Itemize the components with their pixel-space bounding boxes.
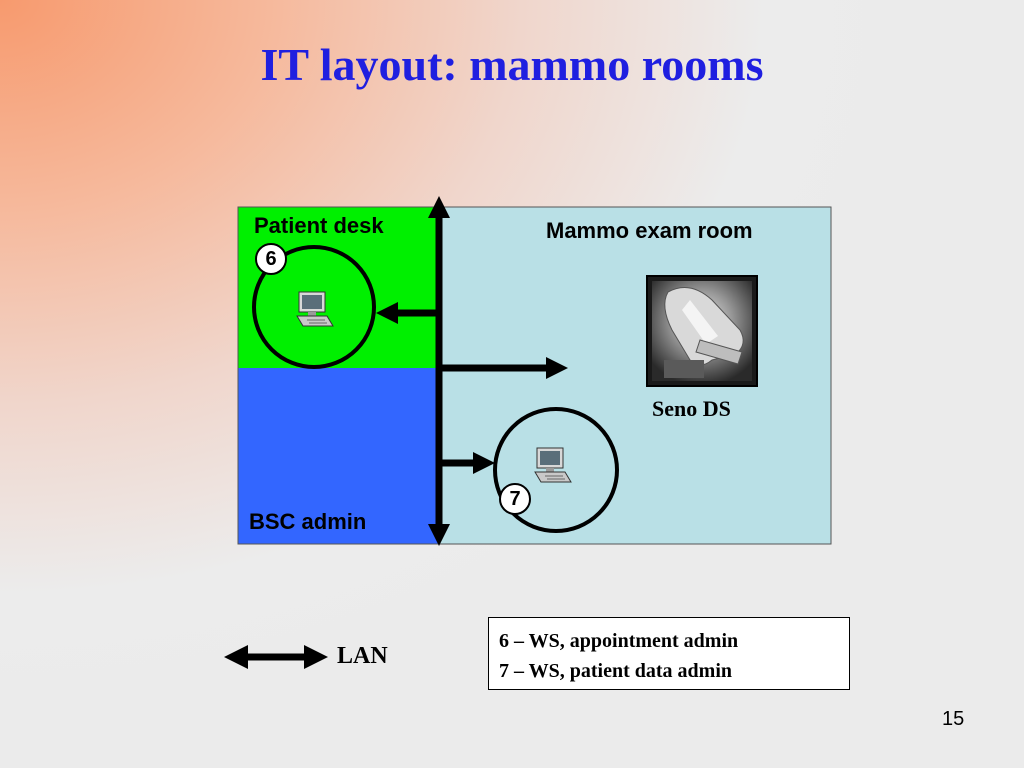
patient-desk-label: Patient desk (254, 213, 384, 238)
arrow-to-workstation-6 (376, 302, 439, 324)
lan-label: LAN (337, 643, 388, 669)
legend-item-6: 6 – WS, appointment admin (499, 630, 739, 652)
exam-room-label: Mammo exam room (546, 218, 753, 243)
slide-title: IT layout: mammo rooms (260, 39, 764, 90)
workstation-7-badge: 7 (499, 483, 531, 515)
computer-icon (534, 447, 572, 483)
double-arrow-icon (224, 645, 328, 669)
arrow-to-workstation-7 (439, 452, 495, 474)
legend-item-7: 7 – WS, patient data admin (499, 660, 733, 682)
bsc-admin-area (238, 368, 439, 544)
workstation-legend: 6 – WS, appointment admin 7 – WS, patien… (488, 617, 850, 690)
computer-icon (296, 291, 334, 327)
lan-backbone (428, 196, 450, 546)
workstation-7-circle (493, 407, 619, 533)
page-number: 15 (942, 708, 965, 730)
seno-ds-label: Seno DS (652, 396, 731, 421)
mammography-device-image (646, 275, 758, 387)
rooms-border (237, 206, 832, 545)
workstation-6-badge: 6 (255, 243, 287, 275)
workstation-6-circle (252, 245, 376, 369)
arrow-to-seno-ds (439, 357, 568, 379)
patient-desk-area (238, 207, 439, 368)
bsc-admin-label: BSC admin (249, 509, 367, 534)
